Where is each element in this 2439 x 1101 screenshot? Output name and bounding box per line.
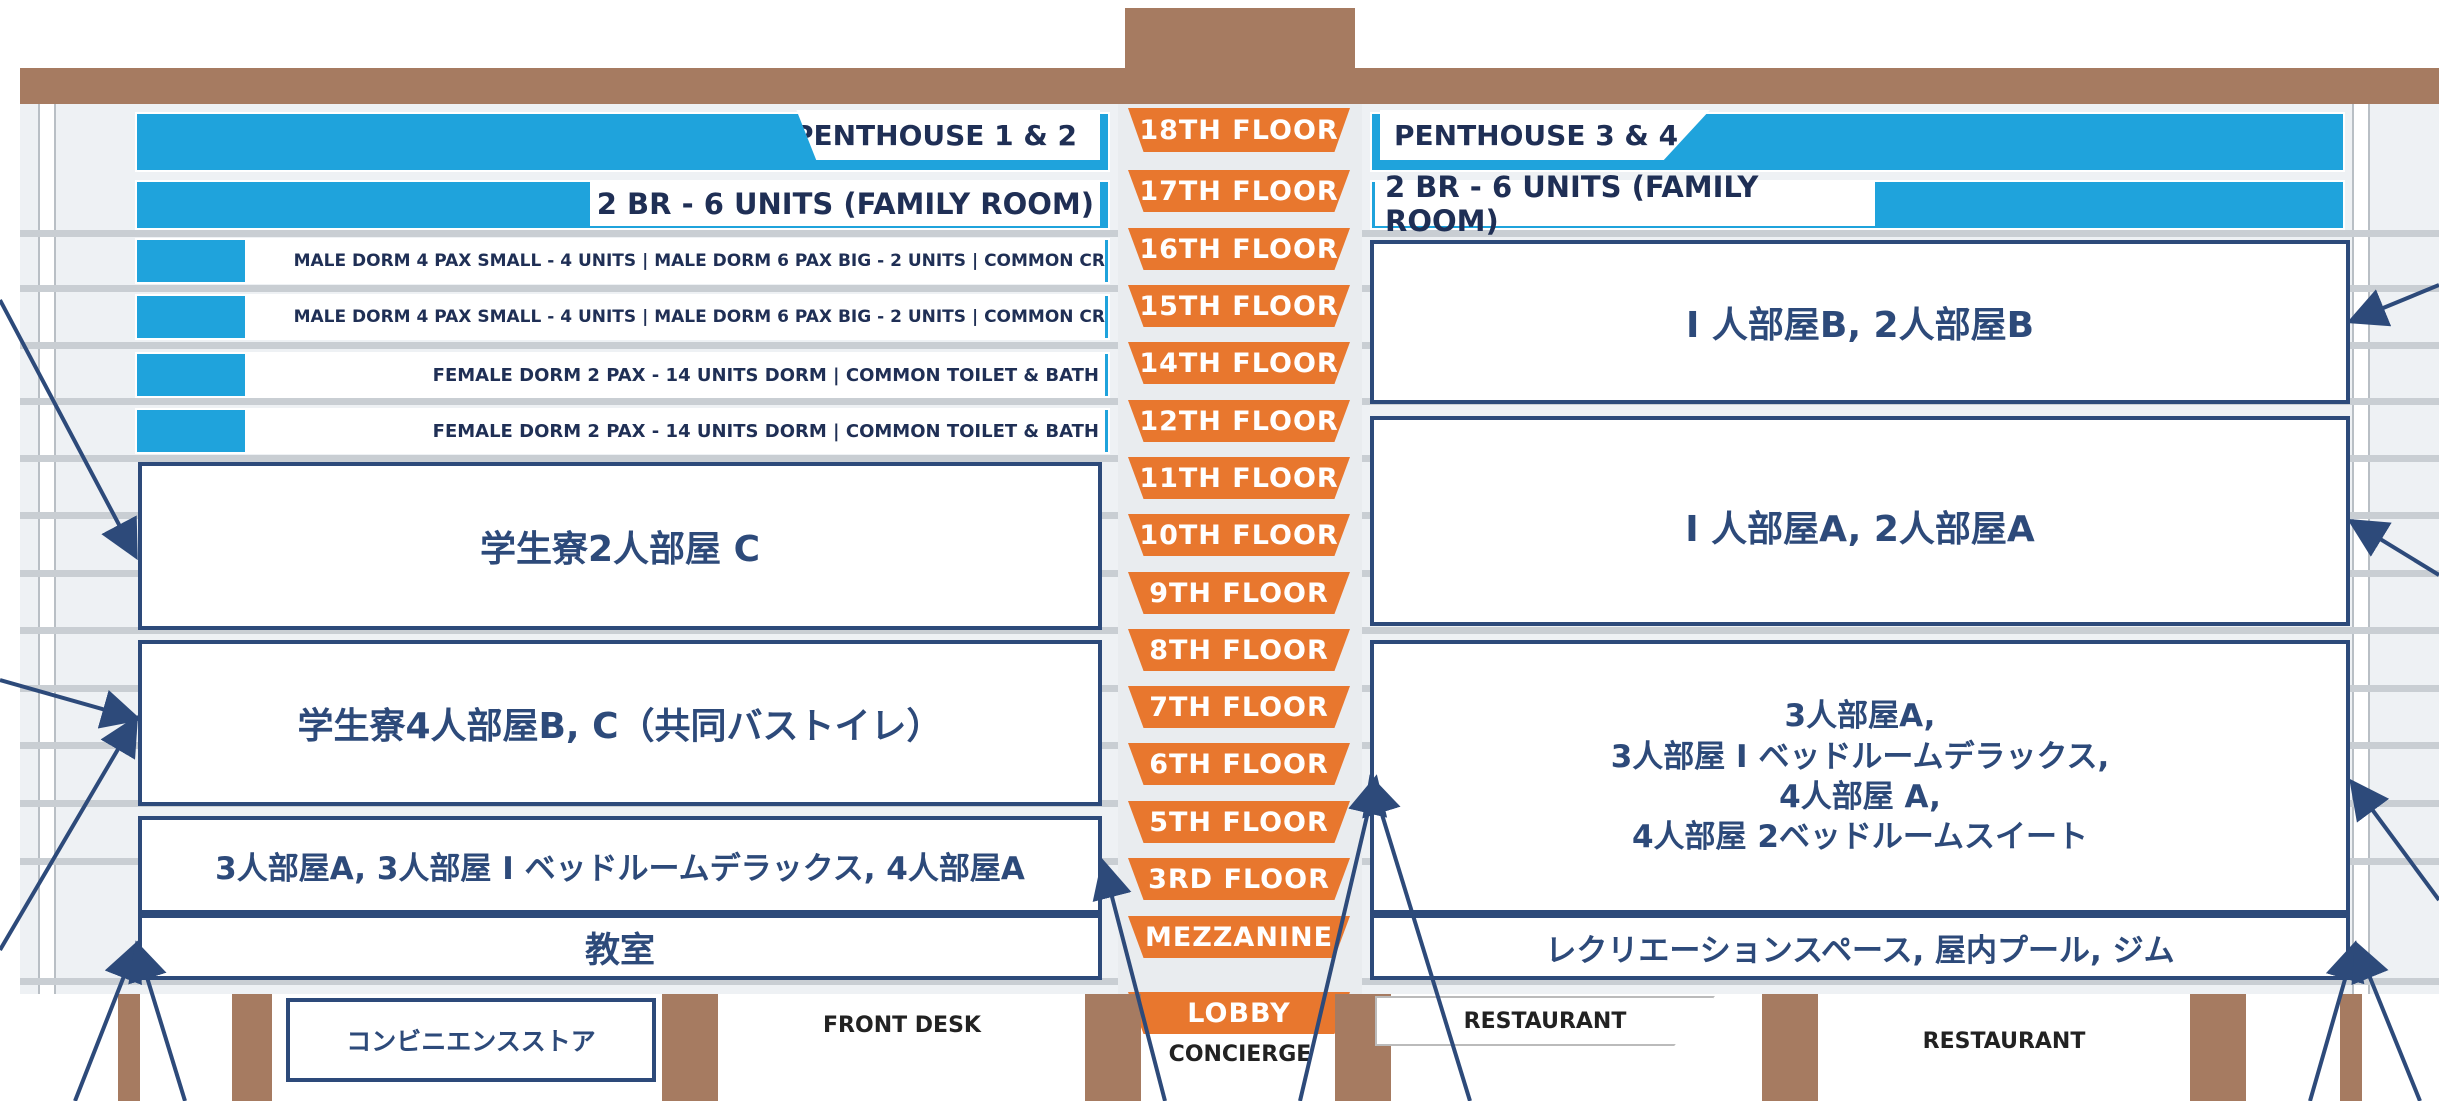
floor-label-7: 7TH FLOOR — [1128, 686, 1350, 728]
roof-slab — [20, 68, 2439, 104]
floor-label-3: 3RD FLOOR — [1128, 858, 1350, 900]
female-dorm-banner-14: FEMALE DORM 2 PAX - 14 UNITS DORM | COMM… — [245, 354, 1105, 396]
classroom-box: 教室 — [138, 914, 1102, 980]
family-room-left-banner: 2 BR - 6 UNITS (FAMILY ROOM) — [590, 182, 1100, 226]
room-line: 4人部屋 A, — [1779, 779, 1941, 815]
floor-label-15: 15TH FLOOR — [1128, 285, 1350, 327]
triple-rooms-left-box: 3人部屋A, 3人部屋 I ベッドルームデラックス, 4人部屋A — [138, 816, 1102, 914]
student-dorm-4p-box: 学生寮4人部屋B, C（共同バストイレ） — [138, 640, 1102, 806]
floor-label-16: 16TH FLOOR — [1128, 228, 1350, 270]
arrow-line — [2308, 940, 2365, 1101]
room-line: 3人部屋A, — [1784, 698, 1936, 735]
penthouse-right-banner: PENTHOUSE 3 & 4 — [1380, 110, 1710, 160]
pillar — [1762, 994, 1818, 1101]
arrow-line — [1092, 858, 1167, 1101]
pillar — [118, 994, 140, 1101]
floor-label-mezzanine: MEZZANINE — [1128, 916, 1350, 958]
arrow-line — [2346, 283, 2439, 327]
arrow-line — [2349, 778, 2439, 902]
triple-quad-rooms-right-box: 3人部屋A, 3人部屋 I ベッドルームデラックス, 4人部屋 A, 4人部屋 … — [1370, 640, 2350, 914]
arrow-line — [0, 715, 139, 952]
concierge-label: CONCIERGE — [1145, 1034, 1335, 1074]
floor-label-9: 9TH FLOOR — [1128, 572, 1350, 614]
restaurant-label-2: RESTAURANT — [1820, 1016, 2188, 1066]
floor-label-6: 6TH FLOOR — [1128, 743, 1350, 785]
arrow-line — [73, 940, 142, 1101]
female-dorm-banner-12: FEMALE DORM 2 PAX - 14 UNITS DORM | COMM… — [245, 410, 1105, 452]
pillar — [1085, 994, 1141, 1101]
floor-label-12: 12TH FLOOR — [1128, 400, 1350, 442]
arrow-line — [2347, 518, 2439, 577]
single-double-b-box: I 人部屋B, 2人部屋B — [1370, 240, 2350, 404]
male-dorm-banner-15: MALE DORM 4 PAX SMALL - 4 UNITS | MALE D… — [245, 296, 1105, 338]
front-desk-label: FRONT DESK — [720, 1002, 1084, 1048]
room-line: 4人部屋 2ベッドルームスイート — [1631, 819, 2088, 856]
floor-label-18: 18TH FLOOR — [1128, 108, 1350, 152]
pillar — [2340, 994, 2362, 1101]
penthouse-left-banner: PENTHOUSE 1 & 2 — [796, 110, 1100, 160]
arrow-line — [1298, 774, 1388, 1101]
floor-label-17: 17TH FLOOR — [1128, 170, 1350, 212]
arrow-line — [2351, 940, 2422, 1101]
pillar — [2190, 994, 2246, 1101]
recreation-box: レクリエーションスペース, 屋内プール, ジム — [1370, 914, 2350, 980]
arrow-line — [0, 678, 142, 729]
arrow-line — [1362, 774, 1472, 1101]
floor-label-14: 14TH FLOOR — [1128, 342, 1350, 384]
floor-label-10: 10TH FLOOR — [1128, 514, 1350, 556]
convenience-store-box: コンビニエンスストア — [286, 998, 656, 1082]
floor-label-5: 5TH FLOOR — [1128, 801, 1350, 843]
floor-label-8: 8TH FLOOR — [1128, 629, 1350, 671]
arrow-line — [128, 940, 187, 1101]
arrow-line — [0, 299, 138, 561]
restaurant-label-1: RESTAURANT — [1375, 996, 1715, 1046]
column — [38, 104, 56, 994]
floor-label-11: 11TH FLOOR — [1128, 457, 1350, 499]
pillar — [662, 994, 718, 1101]
male-dorm-banner-16: MALE DORM 4 PAX SMALL - 4 UNITS | MALE D… — [245, 240, 1105, 282]
room-line: 3人部屋 I ベッドルームデラックス, — [1610, 738, 2110, 775]
single-double-a-box: I 人部屋A, 2人部屋A — [1370, 416, 2350, 626]
pillar — [232, 994, 272, 1101]
student-dorm-2p-c-box: 学生寮2人部屋 C — [138, 462, 1102, 630]
floor-label-lobby: LOBBY — [1128, 992, 1350, 1034]
roof-tower — [1125, 8, 1355, 70]
